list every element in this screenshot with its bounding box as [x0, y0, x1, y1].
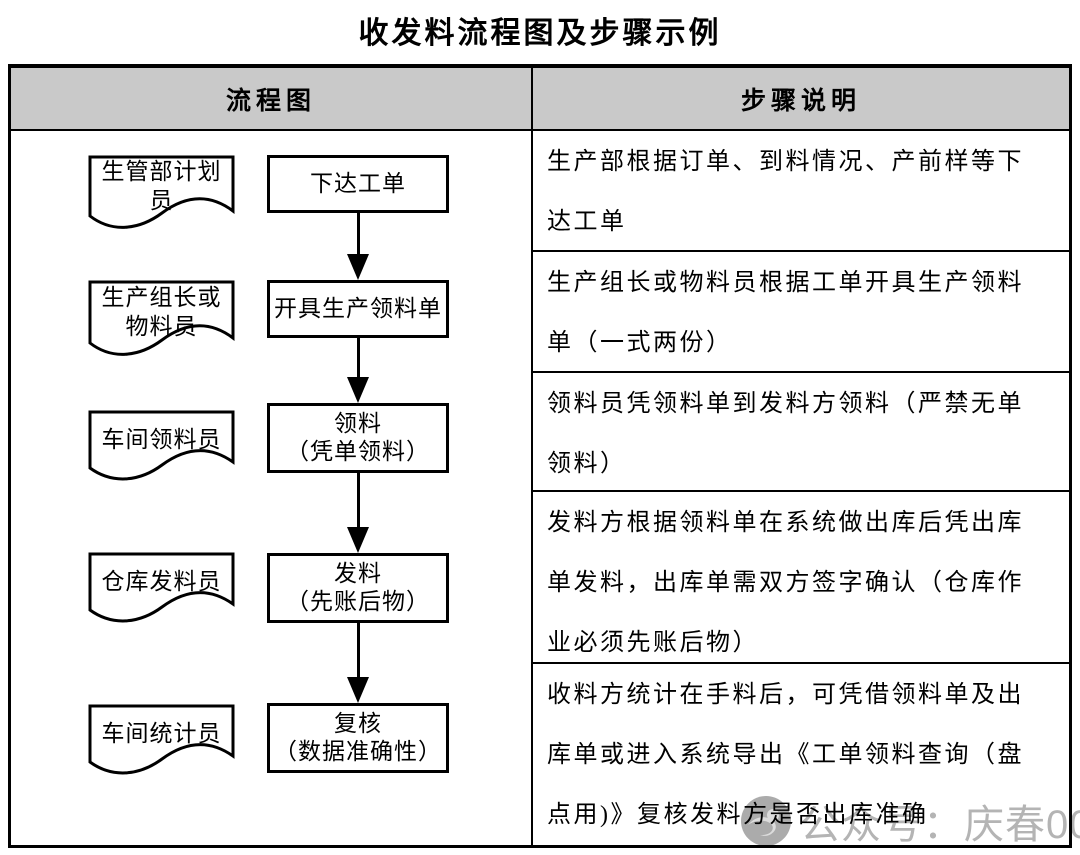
- document-shape-icon: [88, 552, 235, 623]
- flow-arrow-down-icon: [347, 473, 369, 553]
- document-shape-icon: [88, 280, 235, 356]
- process-label: 开具生产领料单: [274, 296, 442, 321]
- actor-doc-planner: 生管部计划员: [88, 155, 235, 235]
- step-description-5: 收料方统计在手料后，可凭借领料单及出库单或进入系统导出《工单领料查询（盘点用)》…: [547, 682, 1024, 828]
- step-description-2: 生产组长或物料员根据工单开具生产领料单（一式两份）: [533, 252, 1069, 373]
- process-box-issue-material: 发料 （先账后物）: [267, 553, 449, 623]
- document-shape-icon: [88, 155, 235, 229]
- watermark: 公众号：庆春001: [740, 792, 1080, 850]
- step-description-1: 生产部根据订单、到料情况、产前样等下达工单: [533, 131, 1069, 252]
- process-sublabel: （凭单领料）: [286, 439, 430, 464]
- process-box-create-picking-list: 开具生产领料单: [267, 280, 449, 338]
- flow-arrow-down-icon: [347, 213, 369, 280]
- actor-doc-warehouse-issuer: 仓库发料员: [88, 552, 235, 628]
- process-sublabel: （先账后物）: [286, 589, 430, 614]
- actor-label: 仓库发料员: [101, 568, 222, 594]
- actor-label: 生产组长或物料员: [101, 284, 222, 339]
- process-box-pick-material: 领料 （凭单领料）: [267, 403, 449, 473]
- process-sublabel: （数据准确性）: [274, 739, 442, 764]
- actor-label: 车间领料员: [101, 426, 222, 452]
- process-box-recheck: 复核 （数据准确性）: [267, 703, 449, 773]
- process-label: 发料: [334, 561, 382, 586]
- actor-doc-workshop-picker: 车间领料员: [88, 410, 235, 486]
- document-shape-icon: [88, 410, 235, 481]
- actor-label: 生管部计划员: [101, 158, 222, 213]
- step-description-4: 发料方根据领料单在系统做出库后凭出库单发料，出库单需双方签字确认（仓库作业必须先…: [533, 492, 1069, 664]
- process-label: 领料: [334, 411, 382, 436]
- steps-cell: 生产部根据订单、到料情况、产前样等下达工单 生产组长或物料员根据工单开具生产领料…: [533, 131, 1069, 845]
- watermark-text: 公众号：庆春001: [800, 803, 1080, 847]
- actor-doc-team-leader: 生产组长或物料员: [88, 280, 235, 362]
- step-description-3: 领料员凭领料单到发料方领料（严禁无单领料）: [533, 373, 1069, 492]
- flow-arrow-down-icon: [347, 623, 369, 703]
- header-flowchart: 流程图: [11, 68, 533, 129]
- document-shape-icon: [88, 704, 235, 775]
- flow-steps-table: 流程图 步骤说明 生管部计划员 生产组长或物料员: [8, 64, 1072, 848]
- flowchart-cell: 生管部计划员 生产组长或物料员 车间领料员: [11, 131, 533, 845]
- process-label: 复核: [334, 711, 382, 736]
- process-label: 下达工单: [310, 171, 406, 196]
- wechat-official-account-icon: [741, 796, 791, 846]
- flow-arrow-down-icon: [347, 338, 369, 403]
- table-header-row: 流程图 步骤说明: [11, 68, 1069, 131]
- table-body: 生管部计划员 生产组长或物料员 车间领料员: [11, 131, 1069, 845]
- actor-label: 车间统计员: [101, 720, 222, 746]
- process-box-issue-work-order: 下达工单: [267, 155, 449, 213]
- actor-doc-workshop-statistician: 车间统计员: [88, 704, 235, 780]
- page-title: 收发料流程图及步骤示例: [358, 17, 722, 50]
- header-steps: 步骤说明: [740, 87, 861, 115]
